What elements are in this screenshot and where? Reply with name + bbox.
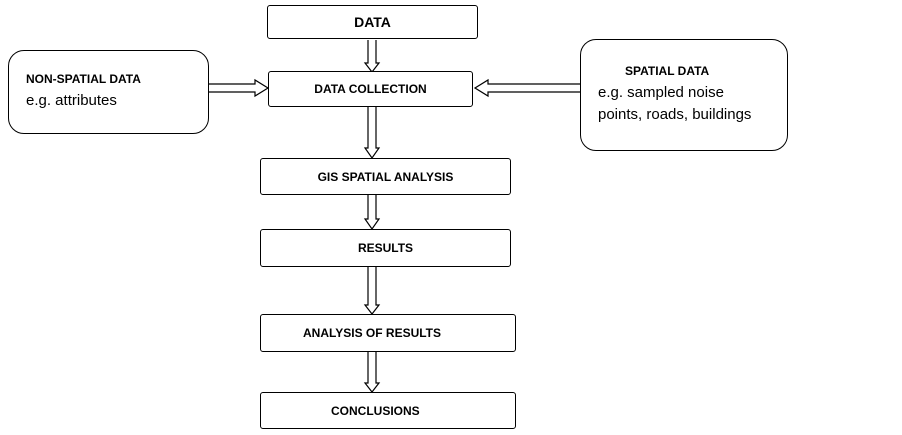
node-conclusions: CONCLUSIONS xyxy=(260,392,516,429)
node-data-collection: DATA COLLECTION xyxy=(268,71,473,107)
arrow-analysis-to-conclusions xyxy=(363,352,381,393)
node-data: DATA xyxy=(267,5,478,39)
spatial-example-line2: points, roads, buildings xyxy=(598,106,752,123)
arrow-data-to-collection xyxy=(363,40,381,73)
node-analysis-of-results: ANALYSIS OF RESULTS xyxy=(260,314,516,352)
arrow-spatial-to-collection xyxy=(473,78,580,98)
spatial-data-box: SPATIAL DATA e.g. sampled noise points, … xyxy=(580,39,788,151)
non-spatial-title: NON-SPATIAL DATA xyxy=(26,72,141,86)
node-results: RESULTS xyxy=(260,229,511,267)
arrow-collection-to-gis xyxy=(363,106,381,160)
spatial-example-line1: e.g. sampled noise xyxy=(598,84,724,101)
non-spatial-example: e.g. attributes xyxy=(26,92,117,109)
arrow-results-to-analysis xyxy=(363,267,381,315)
non-spatial-data-box: NON-SPATIAL DATA e.g. attributes xyxy=(8,50,209,134)
arrow-gis-to-results xyxy=(363,194,381,231)
node-gis-spatial-analysis: GIS SPATIAL ANALYSIS xyxy=(260,158,511,195)
arrow-nonspatial-to-collection xyxy=(209,78,270,98)
spatial-title: SPATIAL DATA xyxy=(625,64,710,78)
